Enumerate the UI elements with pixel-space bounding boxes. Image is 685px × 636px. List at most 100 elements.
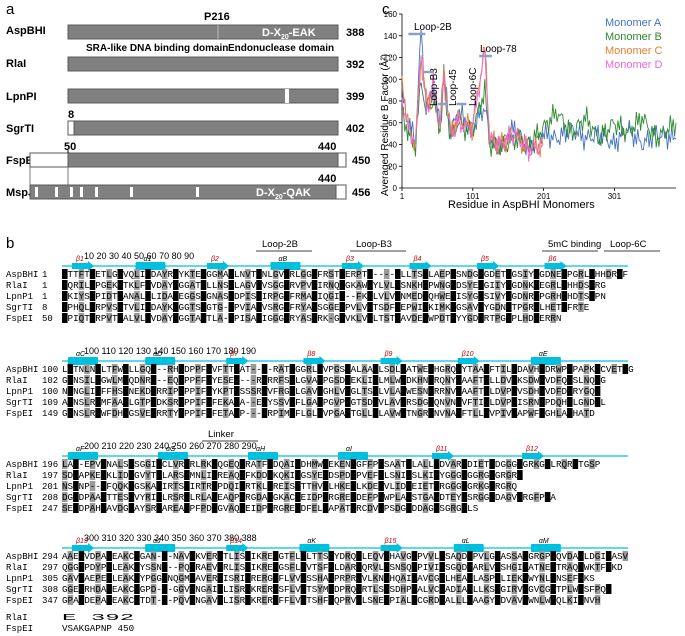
residue-shade (555, 386, 562, 396)
bar-name-fspei: FspEI (6, 155, 36, 167)
residue-shade (511, 397, 518, 407)
residue-shade (589, 291, 595, 301)
residue-shade (67, 595, 74, 605)
residue-shade (345, 408, 351, 418)
residue-shade (195, 375, 201, 385)
residue-shade (395, 313, 401, 323)
residue-shade (123, 397, 129, 407)
residue-shade (300, 562, 307, 572)
residue-shade (111, 375, 118, 385)
residue-shade (494, 573, 501, 583)
residue-shade (245, 595, 251, 605)
residue-shade (239, 503, 246, 513)
residue-shade (150, 551, 157, 561)
residue-shade (245, 584, 251, 594)
residue-shade (178, 386, 185, 396)
residue-shade (422, 459, 429, 469)
residue-shade (444, 364, 451, 374)
ss-strand (544, 261, 567, 271)
residue-shade (184, 492, 190, 502)
sequence-text: SDFAPKEKKLIDKGVYTTLARSRMNLIAREAQPFKDDDKQ… (62, 471, 523, 481)
residue-shade (345, 386, 351, 396)
residue-shade (128, 492, 135, 502)
residue-shade (467, 302, 473, 312)
residue-shade (161, 584, 168, 594)
residue-shade (456, 573, 462, 583)
residue-shade (483, 397, 490, 407)
ss-label: αF (76, 446, 85, 453)
residue-shade (173, 302, 179, 312)
residue-shade (345, 397, 351, 407)
residue-shade (567, 386, 573, 396)
ss-helix (299, 544, 330, 552)
row-name: RlaI (6, 613, 28, 623)
residue-shade (189, 573, 196, 583)
residue-shade (234, 364, 240, 374)
residue-shade (100, 470, 107, 480)
residue-shade (383, 269, 390, 279)
residue-shade (278, 397, 284, 407)
residue-shade (261, 408, 268, 418)
residue-shade (489, 459, 495, 469)
mspji-gap (35, 187, 38, 197)
residue-shade (550, 562, 556, 572)
x-tick-label: 101 (466, 192, 480, 201)
row-name: SgrTI (6, 398, 33, 408)
residue-shade (578, 573, 584, 583)
residue-shade (467, 280, 473, 290)
residue-shade (361, 364, 368, 374)
residue-shade (361, 408, 368, 418)
residue-shade (178, 595, 185, 605)
residue-shade (217, 551, 223, 561)
bar-len-lpnpi: 399 (346, 91, 364, 103)
residue-shade (506, 269, 512, 279)
residue-shade (333, 364, 340, 374)
residue-shade (544, 492, 551, 502)
residue-shade (422, 313, 429, 323)
ss-helix (68, 357, 98, 365)
ss-strand (409, 261, 432, 271)
ss-label: β4 (413, 256, 422, 263)
residue-shade (267, 459, 273, 469)
residue-shade (433, 503, 440, 513)
residue-shade (506, 470, 512, 480)
residue-shade (134, 562, 140, 572)
residue-shade (583, 408, 590, 418)
ss-helix (145, 357, 176, 365)
ss-helix (530, 544, 561, 552)
residue-shade (239, 459, 246, 469)
residue-shade (356, 280, 362, 290)
bar-name-lpnpi: LpnPI (6, 91, 37, 103)
bar-name-mspji: MspJI (6, 187, 37, 199)
mspji-gap (196, 187, 199, 197)
residue-shade (139, 408, 146, 418)
residue-shade (217, 291, 223, 301)
residue-shade (67, 375, 74, 385)
residue-shade (395, 492, 401, 502)
residue-shade (189, 551, 196, 561)
residue-shade (78, 573, 85, 583)
residue-shade (506, 481, 512, 491)
residue-shade (533, 269, 540, 279)
x-tick-label: 301 (608, 192, 622, 201)
residue-shade (173, 269, 179, 279)
aspbhi-motif-sub: 20 (281, 34, 289, 41)
residue-shade (450, 492, 457, 502)
residue-shade (339, 291, 346, 301)
residue-shade (589, 269, 595, 279)
residue-shade (189, 595, 196, 605)
y-tick-label: 80 (388, 97, 397, 106)
residue-shade (95, 573, 101, 583)
block-annotation: 5mC binding (548, 239, 601, 250)
residue-shade (439, 573, 445, 583)
residue-shade (189, 302, 196, 312)
row-name: AspBHI (6, 460, 38, 470)
residue-shade (511, 408, 518, 418)
legend-item: Monomer D (605, 59, 663, 71)
y-tick-label: 140 (384, 32, 398, 41)
residue-shade (356, 551, 362, 561)
residue-shade (189, 584, 196, 594)
residue-shade (506, 302, 512, 312)
residue-shade (261, 375, 268, 385)
residue-shade (267, 492, 273, 502)
